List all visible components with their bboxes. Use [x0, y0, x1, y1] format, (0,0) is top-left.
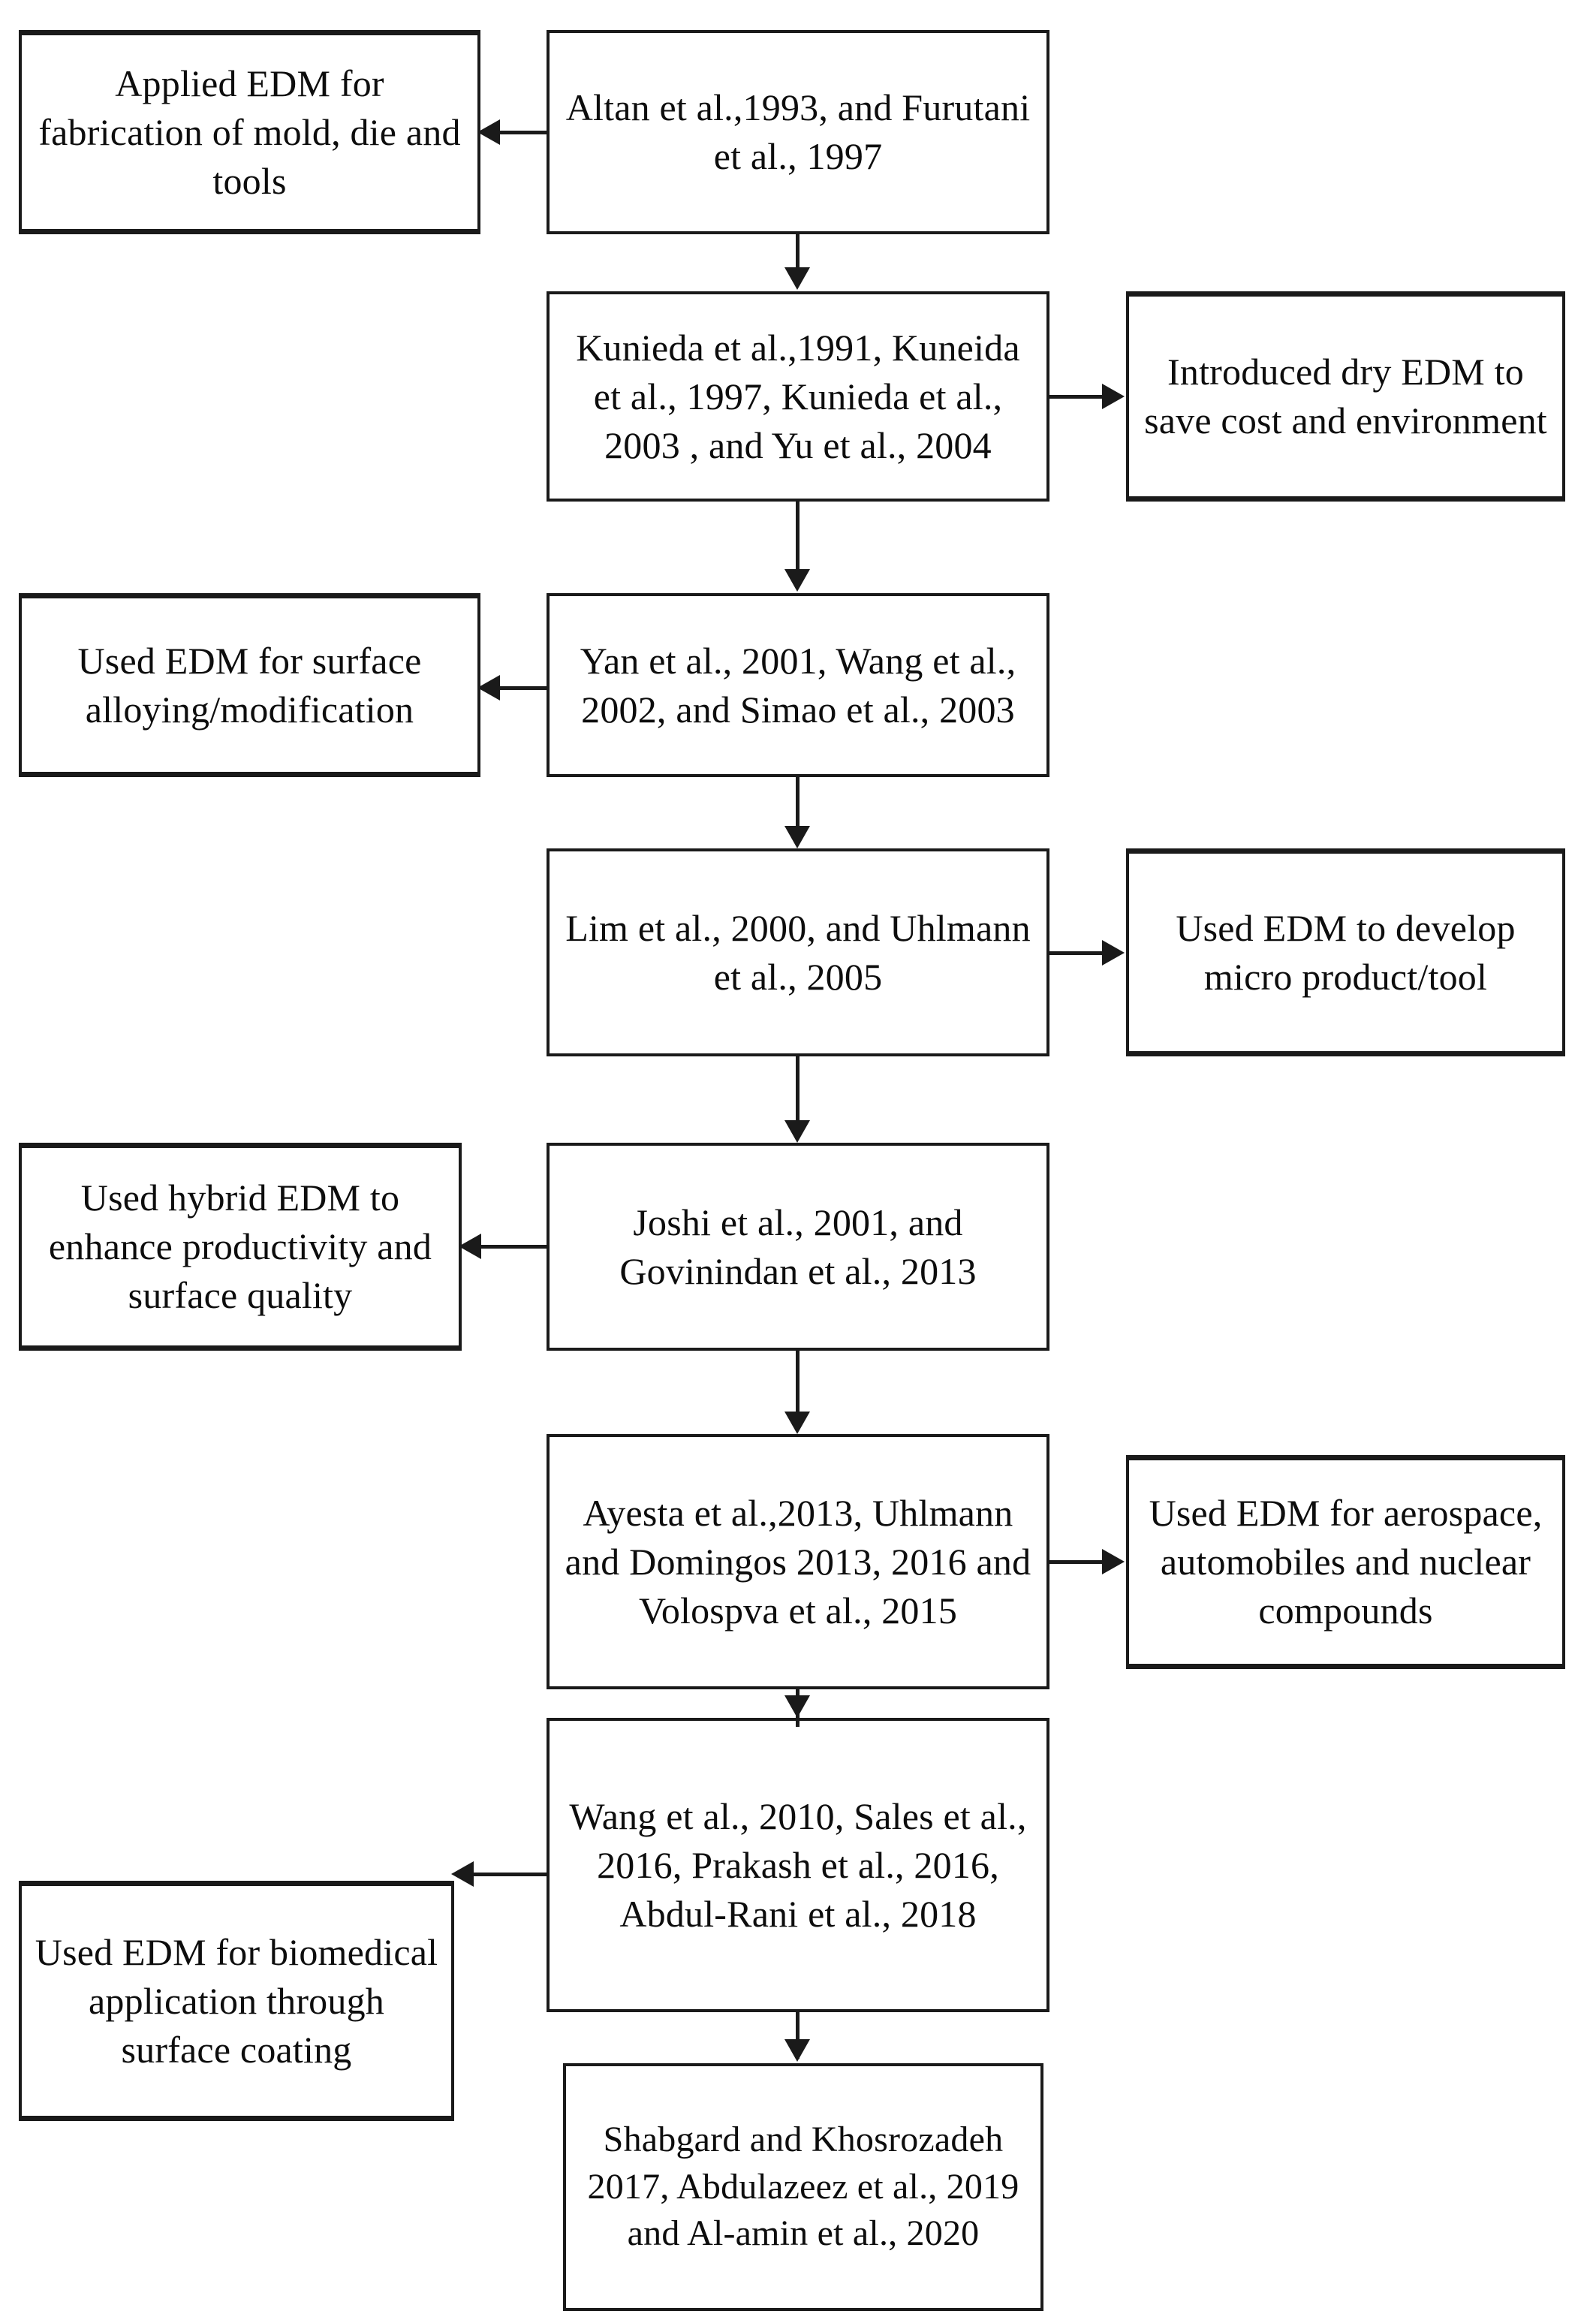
node-ayesta-box[interactable]: Ayesta et al.,2013, Uhlmann and Domingos… [547, 1434, 1049, 1689]
connector-altan-note [486, 131, 548, 134]
arrowhead-wang-shabgard [784, 2039, 810, 2062]
arrowhead-ayesta-note [1102, 1549, 1125, 1574]
note-aerospace-label: Used EDM for aerospace, automobiles and … [1149, 1492, 1543, 1632]
arrowhead-yan-note [477, 675, 500, 701]
connector-kunieda-note [1048, 395, 1105, 399]
node-shabgard-box[interactable]: Shabgard and Khosrozadeh 2017, Abdulazee… [563, 2063, 1043, 2311]
note-dry-edm-label: Introduced dry EDM to save cost and envi… [1144, 351, 1547, 441]
connector-lim-note [1048, 951, 1105, 955]
arrowhead-kunieda-note [1102, 384, 1125, 409]
node-kunieda-box[interactable]: Kunieda et al.,1991, Kuneida et al., 199… [547, 291, 1049, 502]
connector-yan-note [486, 686, 548, 690]
connector-wang-shabgard [796, 2012, 800, 2059]
note-micro-product-label: Used EDM to develop micro product/tool [1176, 906, 1516, 998]
node-wang-label: Wang et al., 2010, Sales et al., 2016, P… [569, 1794, 1027, 1935]
arrowhead-kunieda-yan [784, 569, 810, 592]
note-biomedical-label: Used EDM for biomedical application thro… [35, 1930, 438, 2071]
arrowhead-lim-joshi [784, 1120, 810, 1143]
node-kunieda-label: Kunieda et al.,1991, Kuneida et al., 199… [576, 326, 1020, 466]
note-dry-edm-box[interactable]: Introduced dry EDM to save cost and envi… [1126, 291, 1565, 502]
node-joshi-box[interactable]: Joshi et al., 2001, and Govinindan et al… [547, 1143, 1049, 1351]
note-hybrid-edm-box[interactable]: Used hybrid EDM to enhance productivity … [19, 1143, 462, 1351]
node-yan-box[interactable]: Yan et al., 2001, Wang et al., 2002, and… [547, 593, 1049, 777]
arrowhead-altan-note [477, 119, 500, 145]
node-ayesta-label: Ayesta et al.,2013, Uhlmann and Domingos… [565, 1491, 1031, 1632]
connector-ayesta-note [1048, 1560, 1105, 1564]
note-micro-product-box[interactable]: Used EDM to develop micro product/tool [1126, 848, 1565, 1056]
note-mold-die-tools-box[interactable]: Applied EDM for fabrication of mold, die… [19, 30, 480, 234]
connector-joshi-ayesta [796, 1351, 800, 1420]
node-wang-box[interactable]: Wang et al., 2010, Sales et al., 2016, P… [547, 1718, 1049, 2012]
arrowhead-ayesta-wang [784, 1695, 810, 1718]
note-mold-die-tools-label: Applied EDM for fabrication of mold, die… [38, 62, 461, 202]
note-surface-alloying-label: Used EDM for surface alloying/modificati… [77, 639, 422, 731]
node-lim-box[interactable]: Lim et al., 2000, and Uhlmann et al., 20… [547, 848, 1049, 1056]
note-aerospace-box[interactable]: Used EDM for aerospace, automobiles and … [1126, 1455, 1565, 1669]
arrowhead-yan-lim [784, 826, 810, 848]
connector-joshi-note [468, 1245, 548, 1249]
node-lim-label: Lim et al., 2000, and Uhlmann et al., 20… [565, 906, 1031, 998]
note-biomedical-box[interactable]: Used EDM for biomedical application thro… [19, 1881, 454, 2121]
arrowhead-altan-kunieda [784, 267, 810, 290]
connector-kunieda-yan [796, 502, 800, 577]
note-surface-alloying-box[interactable]: Used EDM for surface alloying/modificati… [19, 593, 480, 777]
connector-lim-joshi [796, 1056, 800, 1128]
arrowhead-wang-note [451, 1861, 474, 1887]
node-joshi-label: Joshi et al., 2001, and Govinindan et al… [619, 1201, 977, 1292]
node-yan-label: Yan et al., 2001, Wang et al., 2002, and… [580, 639, 1016, 731]
node-altan-box[interactable]: Altan et al.,1993, and Furutani et al., … [547, 30, 1049, 234]
node-shabgard-label: Shabgard and Khosrozadeh 2017, Abdulazee… [587, 2120, 1019, 2254]
connector-wang-note [460, 1873, 548, 1876]
arrowhead-joshi-ayesta [784, 1412, 810, 1434]
connector-altan-kunieda [796, 234, 800, 270]
arrowhead-lim-note [1102, 940, 1125, 966]
note-hybrid-edm-label: Used hybrid EDM to enhance productivity … [48, 1177, 432, 1316]
node-altan-label: Altan et al.,1993, and Furutani et al., … [565, 86, 1031, 177]
connector-yan-lim [796, 777, 800, 833]
arrowhead-joshi-note [459, 1234, 481, 1259]
